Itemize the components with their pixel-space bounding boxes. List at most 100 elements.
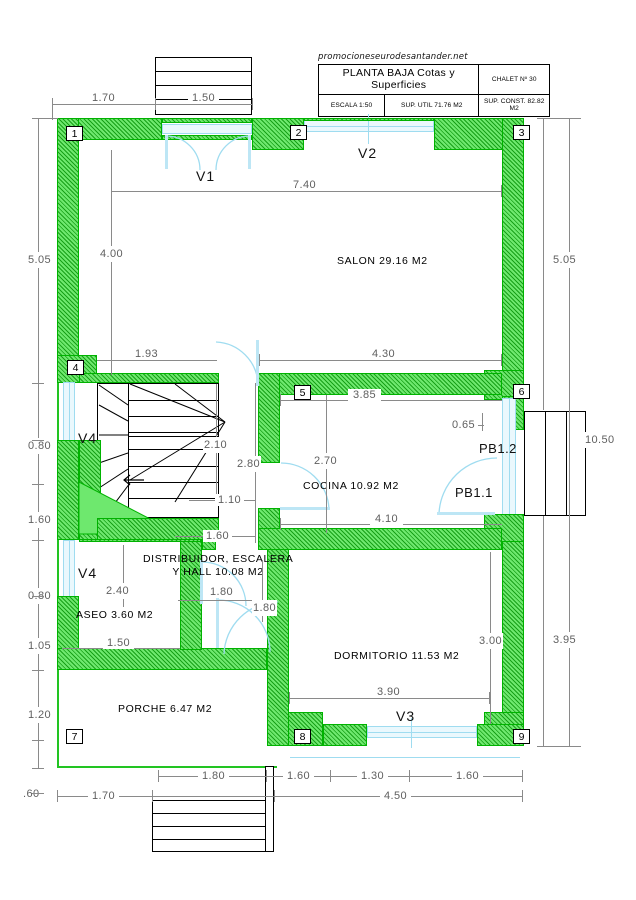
dim-top-170: 1.70	[88, 92, 120, 104]
bath-tag-pb12: PB1.2	[479, 441, 517, 456]
window-label-v4-lower: V4	[78, 565, 98, 581]
window-label-v1: V1	[196, 168, 216, 184]
dim-tick-left-1	[32, 118, 44, 119]
dim-tick-left-9	[32, 768, 44, 769]
step-line-bottom-2	[153, 826, 273, 827]
corner-tag-8[interactable]: 8	[294, 729, 311, 744]
dim-right-505: 5.05	[552, 252, 578, 268]
window-v1-glass	[162, 124, 252, 134]
dim-tick-right-bottom	[537, 746, 581, 747]
window-v3-outer-line	[290, 757, 520, 758]
corner-tag-1[interactable]: 1	[66, 126, 83, 141]
stair-tread-3	[128, 432, 218, 433]
step-side-wall	[265, 766, 274, 852]
bath-tag-pb11: PB1.1	[455, 485, 493, 500]
wall-left-upper	[57, 118, 79, 373]
wall-top-v2-head	[304, 118, 434, 121]
corner-tag-7[interactable]: 7	[66, 729, 83, 744]
dim-left-060: .60	[22, 786, 41, 802]
title-block-row-details: ESCALA 1:50 SUP. UTIL 71.76 M2 SUP. CONS…	[317, 94, 550, 117]
room-label-aseo: ASEO 3.60 M2	[76, 609, 154, 621]
door-cocina-swing	[280, 462, 330, 510]
dim-left-505: 5.05	[27, 252, 53, 268]
corner-tag-9[interactable]: 9	[513, 729, 530, 744]
dim-180-mid: 1.80	[207, 586, 237, 598]
dim-065: 0.65	[449, 419, 479, 431]
wall-top-v1-head	[162, 118, 252, 123]
dim-line-bottom-upper	[158, 776, 522, 777]
dim-270: 2.70	[313, 453, 339, 469]
dim-bottom-170: 1.70	[88, 790, 120, 802]
corner-tag-3[interactable]: 3	[513, 125, 530, 140]
window-v4-lower-mullion	[69, 540, 70, 598]
dim-390: 3.90	[372, 686, 406, 698]
wall-cocina-dormitorio	[258, 528, 502, 550]
dim-bottom-450: 4.50	[380, 790, 412, 802]
room-label-porche: PORCHE 6.47 M2	[118, 703, 213, 715]
dim-280: 2.80	[236, 456, 262, 472]
room-label-salon: SALON 29.16 M2	[337, 255, 428, 267]
window-v2-mullion-v	[368, 114, 369, 144]
wall-top-left	[57, 118, 162, 140]
dim-top-150: 1.50	[188, 92, 220, 104]
dim-tick-left-5	[32, 540, 44, 541]
dim-300: 3.00	[478, 633, 504, 649]
dim-line-bottom-lower	[57, 796, 522, 797]
dim-150-aseo: 1.50	[103, 637, 135, 649]
dim-line-400	[111, 150, 112, 375]
step-line-bottom-3	[153, 839, 273, 840]
wall-left-mid	[57, 440, 79, 540]
dim-240: 2.40	[105, 583, 131, 599]
built-area-cell: SUP. CONST. 82.82 M2	[478, 94, 550, 117]
dim-tick-left-8	[32, 740, 44, 741]
dim-430: 4.30	[367, 348, 401, 360]
corner-tag-6[interactable]: 6	[513, 384, 530, 399]
dim-left-160: 1.60	[27, 512, 53, 528]
wall-bottom-right-of-v3	[477, 724, 524, 746]
dim-bottom-160-a: 1.60	[283, 770, 315, 782]
wall-top-v1-sill	[162, 135, 252, 140]
dim-tick-left-7	[32, 670, 44, 671]
dim-110: 1.10	[215, 494, 245, 506]
dim-ext-left-top	[44, 118, 58, 119]
scale-cell: ESCALA 1:50	[317, 94, 386, 117]
stair-tread-2	[128, 416, 218, 417]
dim-line-385	[280, 400, 502, 401]
chalet-number: CHALET Nº 30	[478, 63, 550, 96]
wall-right-upper	[502, 118, 524, 383]
dim-bottom-180: 1.80	[198, 770, 230, 782]
dim-tick-left-2	[32, 383, 44, 384]
stair-tread-5	[128, 482, 218, 483]
door-v1-swing	[165, 135, 251, 171]
step-line-top-1	[156, 71, 251, 72]
corner-tag-4[interactable]: 4	[67, 360, 84, 375]
dim-ext-top-left	[52, 104, 53, 120]
wall-dormitorio-left	[267, 540, 289, 746]
dim-line-right-inner-upper	[543, 118, 544, 410]
dim-tick-bot-u2	[266, 770, 267, 782]
room-label-distribuidor: DISTRIBUIDOR, ESCALERA Y HALL 10.08 M2	[143, 553, 293, 579]
corner-tag-5[interactable]: 5	[294, 385, 311, 400]
wall-right-lower	[502, 514, 524, 734]
dim-tick-bot-l1	[57, 790, 58, 802]
terrace-door-mullion	[509, 398, 510, 516]
dim-tick-left-4	[32, 484, 44, 485]
dim-tick-430-l	[259, 354, 260, 366]
dim-left-120: 1.20	[27, 707, 53, 723]
title-block: promocioneseurodesantander.net PLANTA BA…	[317, 52, 550, 117]
window-label-v3: V3	[396, 708, 416, 724]
corner-tag-2[interactable]: 2	[290, 125, 307, 140]
site-url-text: promocioneseurodesantander.net	[318, 52, 468, 62]
dim-left-080-a: 0.80	[27, 438, 53, 454]
dim-tick-410-l	[280, 518, 281, 530]
door-pb11-swing	[437, 457, 498, 515]
room-label-dormitorio: DORMITORIO 11.53 M2	[334, 650, 460, 662]
dim-line-193	[97, 360, 217, 361]
stair-tread-6	[128, 498, 218, 499]
dim-tick-top-mid	[155, 98, 156, 110]
dim-tick-bot-l3	[274, 790, 275, 802]
stair-tread-4	[128, 466, 218, 467]
usable-area-cell: SUP. UTIL 71.76 M2	[384, 94, 480, 117]
wall-stair-bottom	[97, 518, 219, 540]
